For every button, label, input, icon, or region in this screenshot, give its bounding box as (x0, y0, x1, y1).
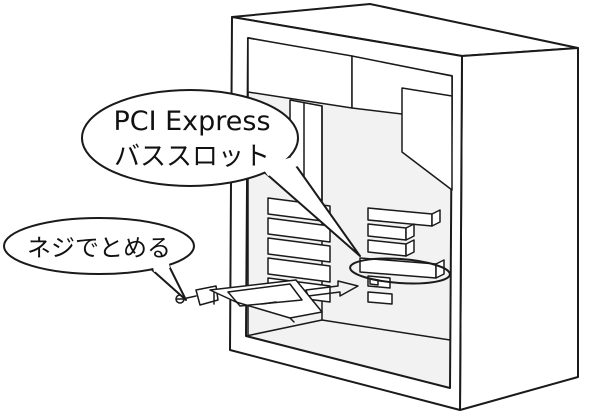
slot-callout-line1: PCI Express (113, 106, 270, 137)
slot-lower-2 (367, 291, 393, 305)
slot-callout: PCI Express バススロット (81, 89, 361, 257)
slot-highlight (349, 257, 451, 285)
screw-callout-text: ネジでとめる (27, 234, 171, 262)
pci-express-slot (359, 257, 445, 279)
slot-callout-line2: バススロット (114, 142, 270, 172)
slot-1 (367, 207, 441, 227)
slot-3 (367, 239, 415, 257)
slot-2 (367, 223, 415, 241)
expansion-card (195, 279, 323, 323)
screw-callout: ネジでとめる (3, 217, 195, 301)
insert-arrow-icon (305, 280, 359, 297)
expansion-slots (359, 207, 445, 305)
case-interior (245, 37, 453, 341)
